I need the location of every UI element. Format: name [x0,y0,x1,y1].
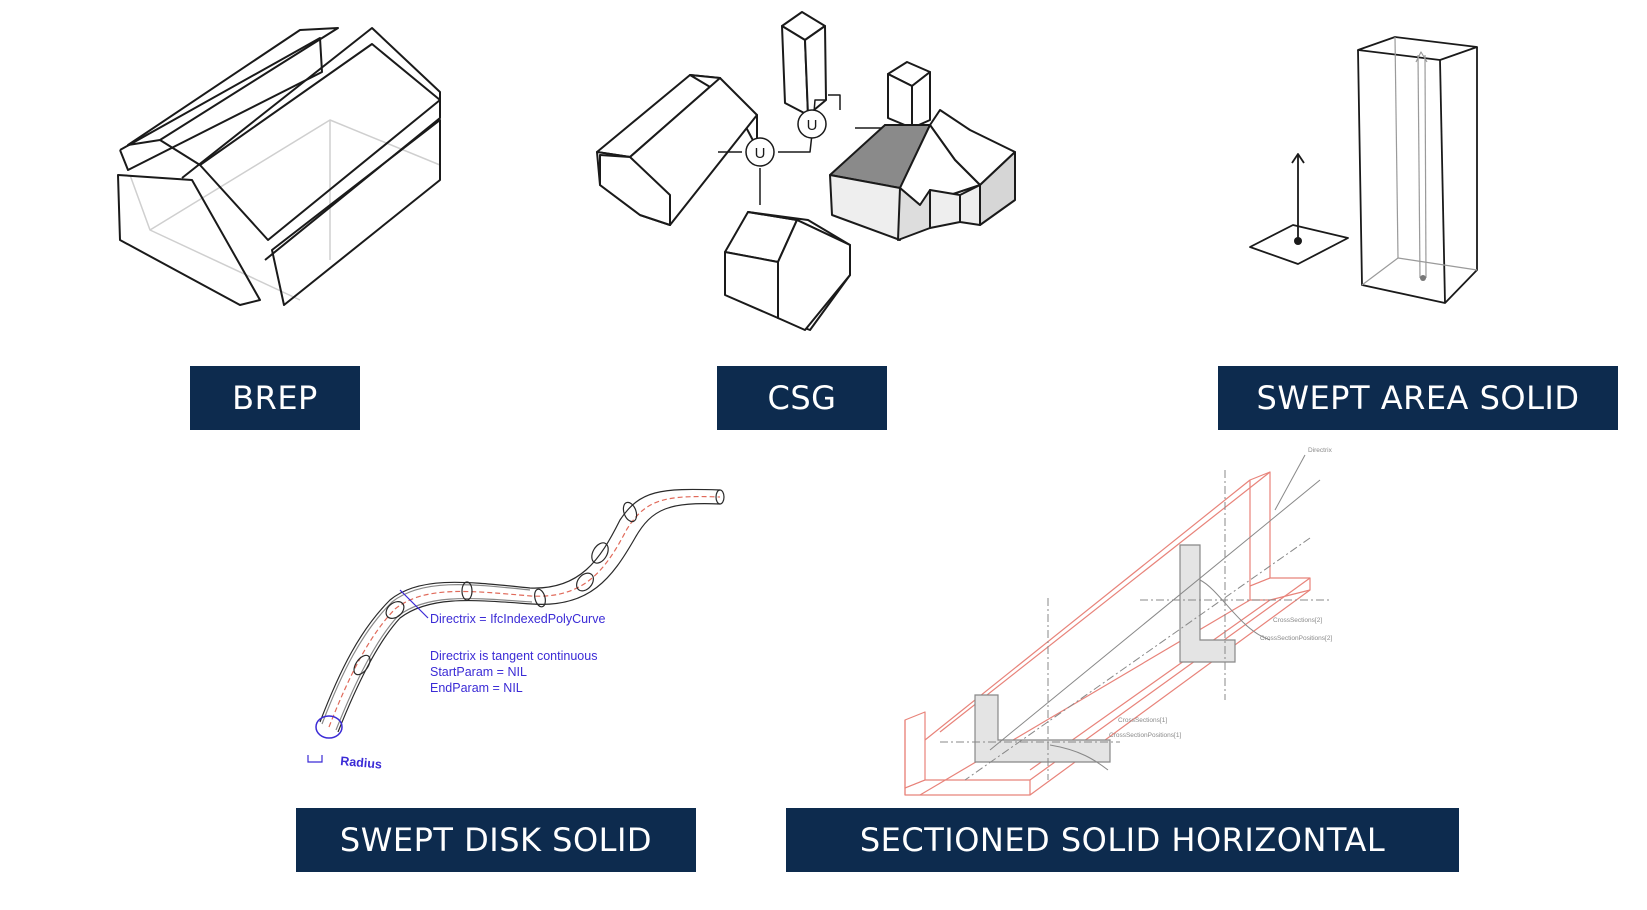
swept-disk-drawing: Directrix = IfcIndexedPolyCurve Directri… [307,488,725,772]
sectioned-directrix-label: Directrix [1308,447,1333,454]
sectioned-drawing: Directrix CrossSections[2] CrossSectionP… [904,447,1333,796]
sectioned-cross-section-2 [1179,544,1236,663]
sectioned-cross-sections-1: CrossSections[1] [1118,717,1167,724]
swept-disk-end-param: EndParam = NIL [430,681,523,695]
csg-union-circle-2 [797,109,827,139]
csg-panel: U U [560,0,1080,340]
csg-house-left-primitive [596,74,758,226]
swept-disk-tube-outer-1 [319,488,721,723]
sectioned-cross-section-1 [974,694,1111,763]
swept-disk-label: SWEPT DISK SOLID [296,808,696,872]
csg-union-circle-1 [745,137,775,167]
brep-roof-left [127,27,339,146]
swept-area-label: SWEPT AREA SOLID [1218,366,1618,430]
sectioned-cross-positions-2: CrossSectionPositions[2] [1260,635,1332,642]
csg-union-symbol-1: U [755,145,766,162]
csg-label: CSG [717,366,887,430]
swept-disk-panel: Directrix = IfcIndexedPolyCurve Directri… [300,470,760,780]
swept-area-drawing [1249,36,1478,304]
swept-area-profile [1249,224,1349,265]
sectioned-label: SECTIONED SOLID HORIZONTAL [786,808,1459,872]
brep-panel [0,0,520,340]
sectioned-cross-sections-2: CrossSections[2] [1273,617,1322,624]
swept-disk-tube-outer-2 [337,503,721,733]
sectioned-panel: Directrix CrossSections[2] CrossSectionP… [880,447,1350,800]
csg-house-bottom-primitive [724,211,851,331]
brep-gable-wall [117,174,261,306]
swept-disk-tangent-note: Directrix is tangent continuous [430,649,597,663]
swept-area-panel [1220,0,1640,340]
swept-disk-start-param: StartParam = NIL [430,665,527,679]
brep-front-wall [271,119,441,306]
swept-disk-directrix [328,496,721,728]
sectioned-cross-positions-1: CrossSectionPositions[1] [1109,732,1181,739]
brep-drawing [117,27,441,306]
swept-disk-directrix-note: Directrix = IfcIndexedPolyCurve [430,612,605,626]
sectioned-directrix [989,479,1321,751]
swept-disk-radius-label: Radius [340,754,383,772]
swept-disk-end-disk [315,715,343,739]
csg-result-shape [829,61,1016,241]
brep-label: BREP [190,366,360,430]
csg-chimney-primitive [781,11,827,116]
csg-union-symbol-2: U [807,117,818,134]
csg-drawing: U U [596,11,1016,331]
swept-area-extrusion [1357,36,1478,304]
